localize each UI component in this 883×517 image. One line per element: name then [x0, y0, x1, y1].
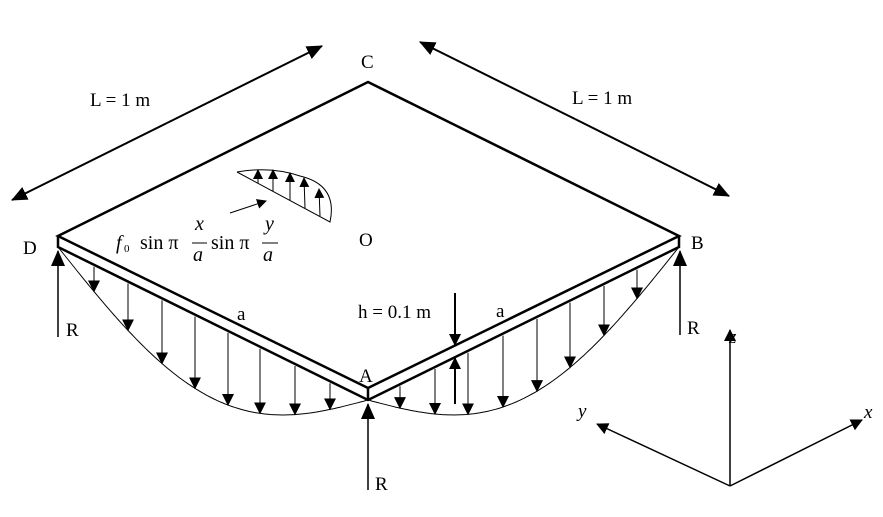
formula-num-2: y — [263, 213, 274, 235]
formula-f: f — [116, 232, 124, 254]
formula-pointer-arrow — [229, 199, 267, 214]
formula-num-1: x — [194, 213, 204, 235]
reaction-label-b: R — [687, 318, 700, 339]
surface-load — [236, 169, 332, 223]
length-label-right: L = 1 m — [572, 88, 632, 109]
axis-label-x: x — [863, 402, 873, 423]
center-label-o: O — [359, 230, 373, 251]
axis-label-z: z — [728, 327, 737, 348]
formula-den-1: a — [193, 244, 203, 266]
corner-label-c: C — [361, 52, 374, 73]
corner-label-a: A — [359, 366, 373, 387]
edge-label-left: a — [237, 304, 246, 325]
coordinate-axes: z x y — [576, 327, 873, 487]
formula-subscript: 0 — [124, 243, 130, 255]
corner-label-b: B — [691, 233, 704, 254]
load-formula: f 0 sin π x a sin π y a — [116, 213, 278, 266]
dimension-arrow-left — [11, 122, 168, 201]
edge-label-right: a — [496, 301, 505, 322]
length-label-left: L = 1 m — [90, 90, 150, 111]
load-curve — [367, 247, 679, 416]
reaction-label-a: R — [375, 474, 388, 495]
thickness-label: h = 0.1 m — [358, 302, 431, 323]
formula-den-2: a — [263, 244, 273, 266]
reaction-label-d: R — [66, 320, 79, 341]
formula-sin-1: sin π — [140, 232, 178, 254]
formula-sin-2: sin π — [211, 232, 249, 254]
load-curve — [57, 246, 369, 416]
axis-label-y: y — [576, 401, 587, 422]
dimension-arrow-right — [574, 118, 730, 197]
corner-label-d: D — [23, 238, 37, 259]
dimension-arrow-right — [419, 41, 576, 120]
edge-load-distribution — [57, 246, 679, 416]
dimension-arrow-left — [166, 45, 323, 124]
